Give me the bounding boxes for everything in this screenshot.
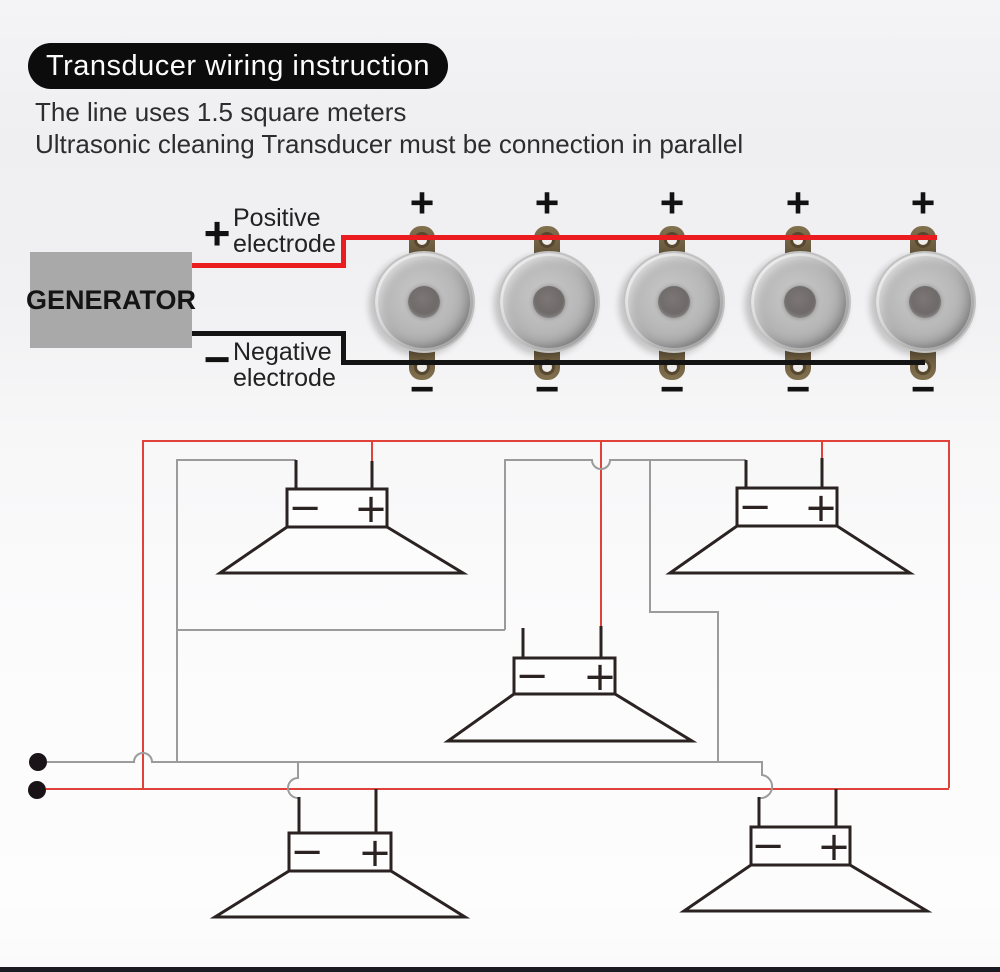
speaker-body	[512, 656, 617, 696]
transducer-unit: + −	[873, 179, 976, 415]
speaker-body	[287, 831, 393, 873]
transducer-disc	[749, 251, 851, 353]
speaker-cone	[679, 863, 933, 913]
speaker-symbol-1: − +	[215, 485, 469, 575]
plus-mark: +	[910, 179, 936, 226]
speaker-plus-label: +	[817, 824, 851, 870]
minus-mark: −	[534, 365, 560, 412]
speaker-body	[285, 487, 389, 529]
transducer-disc	[874, 251, 976, 353]
transducer-hub	[533, 286, 565, 318]
speaker-minus-label: −	[738, 484, 772, 530]
speaker-symbol-4: − +	[209, 829, 471, 919]
transducer-hub	[658, 286, 690, 318]
subtitle-line-2: Ultrasonic cleaning Transducer must be c…	[35, 129, 744, 159]
positive-wire-riser	[341, 235, 346, 268]
speaker-minus-label: −	[288, 485, 322, 531]
transducer-unit: + −	[748, 179, 851, 415]
speaker-body	[735, 486, 839, 528]
negative-branch-speaker4	[287, 762, 299, 799]
schematic-positive-lines	[46, 440, 950, 790]
negative-electrode-label: Negative electrode	[233, 339, 336, 391]
speaker-plus-label: +	[354, 486, 388, 532]
minus-mark: −	[659, 365, 685, 412]
speaker-cone	[209, 869, 471, 919]
transducer-unit: + −	[622, 179, 725, 415]
negative-label-line2: electrode	[233, 364, 336, 392]
speaker-body	[749, 825, 852, 867]
speaker-minus-label: −	[751, 823, 785, 869]
positive-wire-bus	[341, 235, 937, 240]
speaker-symbol-3: − +	[443, 653, 698, 743]
plus-mark: +	[659, 179, 685, 226]
transducer-hub	[784, 286, 816, 318]
transducer-unit: + −	[497, 179, 600, 415]
speaker-plus-label: +	[358, 830, 392, 876]
positive-wire-generator	[192, 263, 346, 268]
negative-wire-bus	[341, 360, 925, 365]
generator-box: GENERATOR	[26, 252, 196, 348]
speaker-plus-label: +	[804, 485, 838, 531]
minus-mark: −	[409, 365, 435, 412]
positive-label-line2: electrode	[233, 230, 336, 258]
speaker-minus-label: −	[290, 829, 324, 875]
plus-mark: +	[409, 179, 435, 226]
negative-label-line1: Negative	[233, 338, 332, 366]
negative-branch-speaker2	[504, 459, 746, 630]
speaker-plus-label: +	[583, 654, 617, 700]
terminal-leads	[294, 458, 838, 834]
negative-return-line	[649, 460, 719, 762]
speaker-cone	[215, 525, 469, 575]
speaker-symbol-5: − +	[679, 823, 933, 913]
schematic-negative-lines	[47, 459, 774, 800]
terminal-dot-negative	[29, 753, 47, 771]
negative-wire-generator	[192, 331, 346, 336]
terminal-dot-positive	[28, 781, 46, 799]
speaker-symbol-2: − +	[665, 484, 916, 575]
minus-mark: −	[785, 365, 811, 412]
subtitle-line-1: The line uses 1.5 square meters	[35, 97, 407, 127]
transducer-disc	[498, 251, 600, 353]
transducer-hub	[408, 286, 440, 318]
speaker-cone	[443, 692, 698, 743]
transducer-disc	[623, 251, 725, 353]
negative-branch-speaker1	[176, 459, 296, 762]
plus-symbol: +	[203, 207, 231, 259]
page-title: Transducer wiring instruction	[28, 43, 448, 89]
transducer-disc	[373, 251, 475, 353]
positive-loop-line	[142, 440, 950, 789]
bottom-divider	[0, 967, 1000, 972]
transducer-hub	[909, 286, 941, 318]
transducer-unit: + −	[372, 179, 475, 415]
speaker-cone	[665, 524, 916, 575]
wiring-schematic: − + − + − + − + − +	[28, 440, 950, 919]
positive-electrode-label: Positive electrode	[233, 205, 336, 257]
plus-mark: +	[534, 179, 560, 226]
minus-symbol: −	[203, 333, 231, 385]
negative-wire-riser	[341, 331, 346, 365]
minus-mark: −	[910, 365, 936, 412]
subtitle: The line uses 1.5 square meters Ultrason…	[35, 96, 743, 160]
negative-bus-line	[47, 752, 774, 800]
positive-label-line1: Positive	[233, 204, 321, 232]
plus-mark: +	[785, 179, 811, 226]
speaker-minus-label: −	[515, 653, 549, 699]
